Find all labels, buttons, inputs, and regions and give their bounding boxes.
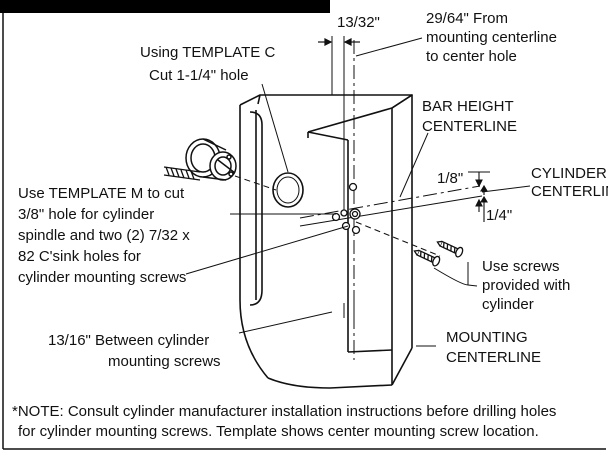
label-29-64-line2: mounting centerline (426, 29, 557, 46)
label-template-m-line5: cylinder mounting screws (18, 269, 186, 286)
label-template-m-line1: Use TEMPLATE M to cut (18, 185, 185, 202)
leader-29-64 (355, 37, 423, 57)
dim-small-marks (468, 171, 490, 222)
label-template-m-line3: spindle and two (2) 7/32 x (18, 227, 190, 244)
cylinder-alignment-line (234, 175, 277, 191)
cylinder-centerline (299, 195, 483, 227)
label-between-line1: 13/16" Between cylinder (48, 332, 209, 349)
door-stile (239, 94, 413, 389)
label-screws-line1: Use screws (482, 258, 560, 275)
label-29-64-line1: 29/64" From (426, 10, 508, 27)
figure-frame (2, 13, 606, 450)
label-screws-line2: provided with (482, 277, 570, 294)
label-template-m-line4: 82 C'sink holes for (18, 248, 141, 265)
header-bar (0, 0, 330, 13)
note-line2: for cylinder mounting screws. Template s… (18, 423, 539, 440)
screws (413, 240, 464, 267)
label-template-m-line2: 3/8" hole for cylinder (18, 206, 154, 223)
cylinder-part (185, 138, 237, 181)
label-13-32: 13/32" (337, 14, 380, 31)
large-hole (272, 172, 304, 208)
leader-screws (433, 262, 469, 286)
label-screws-line3: cylinder (482, 296, 534, 313)
bar-height-centerline (299, 185, 481, 219)
label-template-c-line2: Cut 1-1/4" hole (149, 67, 249, 84)
dim-13-32-arrows (318, 38, 360, 46)
label-template-c-line1: Using TEMPLATE C (140, 44, 275, 61)
label-1-8: 1/8" (437, 170, 463, 187)
label-mounting-line2: CENTERLINE (446, 349, 541, 366)
label-cylinder-centerline-line2: CENTERLINE (531, 183, 608, 200)
note-line1: *NOTE: Consult cylinder manufacturer ins… (12, 403, 556, 420)
label-bar-height-line1: BAR HEIGHT (422, 98, 514, 115)
label-mounting-line1: MOUNTING (446, 329, 528, 346)
leader-lines (185, 83, 531, 347)
label-between-line2: mounting screws (108, 353, 221, 370)
label-29-64-line3: to center hole (426, 48, 517, 65)
label-cylinder-centerline-line1: CYLINDER (531, 165, 607, 182)
screw-alignment-line (355, 221, 441, 257)
label-1-4: 1/4" (486, 207, 512, 224)
label-bar-height-line2: CENTERLINE (422, 118, 517, 135)
mounting-holes (331, 182, 361, 235)
cylinder-spindle (163, 166, 201, 181)
